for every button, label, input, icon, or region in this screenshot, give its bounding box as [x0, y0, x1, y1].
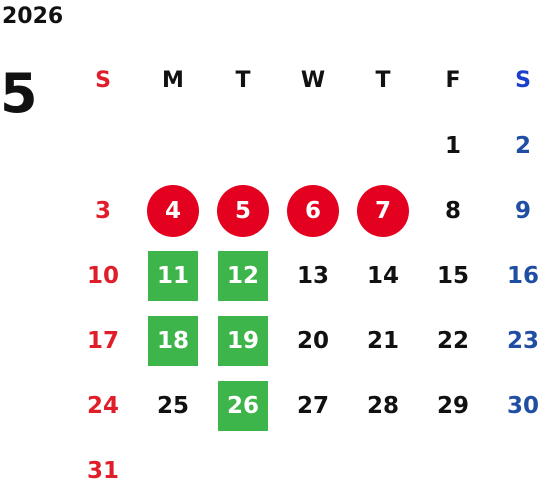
day-number: 22: [436, 327, 469, 354]
day-number: 13: [296, 262, 329, 289]
day-cell: 8: [418, 178, 488, 243]
day-cell: 31: [68, 438, 138, 503]
day-number: 24: [86, 392, 119, 419]
empty-day-cell: [138, 438, 208, 503]
day-number: 14: [366, 262, 399, 289]
day-cell: 16: [488, 243, 548, 308]
weekday-header-tue: T: [235, 68, 251, 93]
day-number: 16: [506, 262, 539, 289]
day-cell: 21: [348, 308, 418, 373]
day-number: 12: [226, 262, 259, 289]
day-cell: 15: [418, 243, 488, 308]
empty-day-cell: [278, 113, 348, 178]
day-cell: 7: [348, 178, 418, 243]
day-cell: 9: [488, 178, 548, 243]
empty-day-cell: [138, 113, 208, 178]
year-label: 2026: [2, 4, 64, 29]
day-cell: 4: [138, 178, 208, 243]
day-cell: 20: [278, 308, 348, 373]
day-cell: 30: [488, 373, 548, 438]
day-number: 18: [156, 327, 189, 354]
day-cell: 19: [208, 308, 278, 373]
day-cell: 10: [68, 243, 138, 308]
weekday-header-fri: F: [445, 68, 461, 93]
day-number: 30: [506, 392, 539, 419]
day-number: 15: [436, 262, 469, 289]
day-cell: 13: [278, 243, 348, 308]
weekday-header-mon: M: [162, 68, 184, 93]
day-number: 4: [164, 197, 181, 224]
day-cell: 2: [488, 113, 548, 178]
day-number: 8: [444, 197, 461, 224]
empty-day-cell: [418, 438, 488, 503]
day-number: 10: [86, 262, 119, 289]
empty-day-cell: [278, 438, 348, 503]
day-number: 17: [86, 327, 119, 354]
day-cell: 25: [138, 373, 208, 438]
empty-day-cell: [68, 113, 138, 178]
day-number: 2: [514, 132, 531, 159]
day-number: 9: [514, 197, 531, 224]
day-number: 1: [444, 132, 461, 159]
weekday-header-thu: T: [375, 68, 391, 93]
empty-day-cell: [348, 113, 418, 178]
day-number: 19: [226, 327, 259, 354]
day-number: 5: [234, 197, 251, 224]
day-cell: 18: [138, 308, 208, 373]
weekday-header-wed: W: [300, 68, 326, 93]
day-cell: 27: [278, 373, 348, 438]
day-cell: 28: [348, 373, 418, 438]
empty-day-cell: [208, 113, 278, 178]
day-cell: 23: [488, 308, 548, 373]
day-number: 20: [296, 327, 329, 354]
empty-day-cell: [348, 438, 418, 503]
weekday-header-sat: S: [515, 68, 531, 93]
day-cell: 6: [278, 178, 348, 243]
day-cell: 11: [138, 243, 208, 308]
day-number: 26: [226, 392, 259, 419]
day-cell: 24: [68, 373, 138, 438]
day-number: 28: [366, 392, 399, 419]
day-number: 11: [156, 262, 189, 289]
day-number: 21: [366, 327, 399, 354]
day-cell: 29: [418, 373, 488, 438]
day-cell: 1: [418, 113, 488, 178]
day-cell: 12: [208, 243, 278, 308]
day-number: 25: [156, 392, 189, 419]
empty-day-cell: [208, 438, 278, 503]
empty-day-cell: [488, 438, 548, 503]
month-label: 5: [0, 62, 38, 125]
day-cell: 17: [68, 308, 138, 373]
day-number: 27: [296, 392, 329, 419]
day-cell: 14: [348, 243, 418, 308]
weekday-header-sun: S: [95, 68, 111, 93]
day-cell: 22: [418, 308, 488, 373]
day-number: 29: [436, 392, 469, 419]
day-number: 3: [94, 197, 111, 224]
day-number: 7: [374, 197, 391, 224]
day-cell: 3: [68, 178, 138, 243]
day-number: 31: [86, 457, 119, 484]
day-number: 23: [506, 327, 539, 354]
day-cell: 5: [208, 178, 278, 243]
day-number: 6: [304, 197, 321, 224]
day-cell: 26: [208, 373, 278, 438]
